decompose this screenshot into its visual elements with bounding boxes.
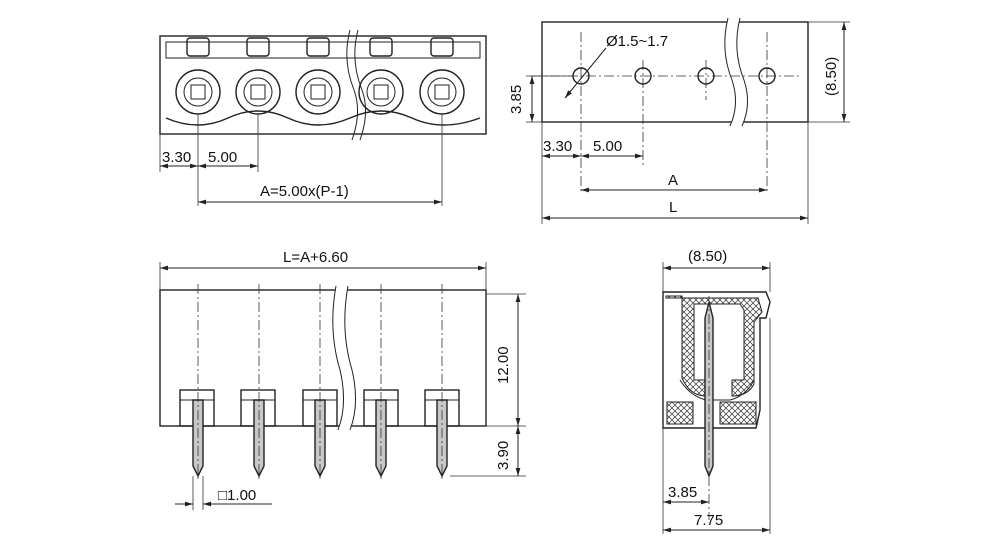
- side-dim-width: (8.50): [688, 248, 727, 265]
- top-break-1: [724, 17, 736, 127]
- top-dim-depth: (8.50): [823, 57, 840, 96]
- hole-3: [697, 67, 715, 85]
- bottom-view: L=A+6.60: [159, 249, 526, 510]
- side-dim-bottom: 7.75: [694, 512, 723, 529]
- front-view: 3.30 5.00 A=5.00x(P-1): [159, 29, 487, 206]
- top-break-2: [736, 17, 748, 127]
- top-dim-hole-y: 3.85: [508, 85, 525, 114]
- terminal-3: [295, 37, 341, 115]
- front-terminals: [175, 37, 465, 115]
- front-wave-bottom: [165, 110, 481, 126]
- bottom-dim-height: 12.00: [495, 346, 512, 384]
- side-body-outline: [662, 291, 771, 429]
- hole-4: [758, 67, 776, 85]
- pin-4: [363, 284, 399, 480]
- side-foot-hatch-right: [719, 401, 757, 425]
- pin-1: [179, 284, 215, 480]
- top-dim-l: L: [669, 199, 677, 216]
- bottom-pins: [179, 284, 460, 480]
- side-inner-cavity: [679, 379, 755, 401]
- terminal-4: [358, 37, 404, 115]
- terminal-1: [175, 37, 221, 115]
- terminal-2: [235, 37, 281, 115]
- bottom-dim-pin: 3.90: [495, 441, 512, 470]
- front-dim-pitch: 5.00: [208, 149, 237, 166]
- pin-2: [240, 284, 276, 480]
- front-break-1: [346, 29, 358, 141]
- top-holes: [572, 32, 776, 192]
- pin-3: [302, 284, 338, 480]
- bottom-break-2: [344, 285, 356, 431]
- top-dim-hole: Ø1.5~1.7: [606, 33, 668, 50]
- bottom-dim-l: L=A+6.60: [283, 249, 348, 266]
- bottom-break-1: [332, 285, 344, 431]
- front-top-rail: [165, 41, 481, 59]
- front-break-2: [354, 29, 366, 141]
- top-body-outline: [541, 21, 809, 123]
- side-section-hatch: [665, 295, 763, 397]
- terminal-5: [419, 37, 465, 115]
- top-dim-edge: 3.30: [543, 138, 572, 155]
- top-dim-pitch: 5.00: [593, 138, 622, 155]
- side-dim-pin-offset: 3.85: [668, 484, 697, 501]
- front-body-outline: [159, 35, 487, 135]
- top-view: Ø1.5~1.7 3.85 (8.50) 3.30 5.00 A L: [508, 17, 850, 224]
- bottom-dim-square: □1.00: [218, 487, 256, 504]
- side-foot-hatch-left: [666, 401, 694, 425]
- hole-2: [634, 67, 652, 85]
- front-dim-a: A=5.00x(P-1): [260, 183, 349, 200]
- side-view: (8.50) 3.85 7.75: [662, 248, 771, 534]
- front-dim-edge: 3.30: [162, 149, 191, 166]
- pin-5: [424, 284, 460, 480]
- top-dim-a: A: [668, 172, 678, 189]
